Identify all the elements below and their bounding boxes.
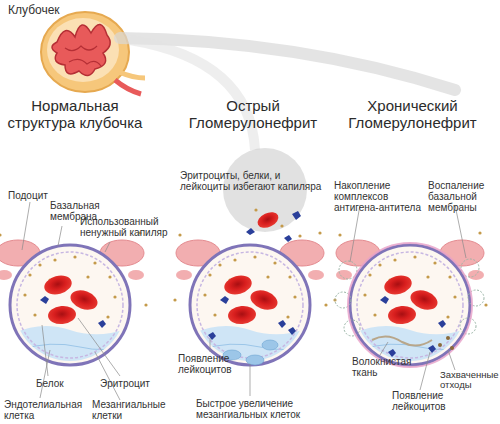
part-label: Воспаление базальной мембраны: [428, 180, 498, 213]
part-label: Быстрое увеличение мезангиальных клеток: [196, 398, 328, 420]
panel-heading: Нормальная структура клубочка: [5, 97, 145, 132]
part-label: Эритроцит: [100, 378, 160, 389]
part-label: Накопление комплексов антигена-антитела: [334, 180, 424, 213]
part-label: Подоцит: [8, 190, 68, 201]
part-label: Появление лейкоцитов: [178, 353, 248, 375]
part-label: Мезангиальные клетки: [92, 399, 172, 421]
part-label: Эритроциты, белки, и лейкоциты избегают …: [180, 170, 330, 192]
part-label: Эндотелиальная клетка: [4, 399, 86, 421]
part-label: Появление лейкоцитов: [392, 390, 467, 412]
part-label: Белок: [36, 378, 76, 389]
part-label: Захваченные отходы: [440, 370, 498, 391]
part-label: Клубочек: [8, 4, 78, 17]
part-label: Волокнистая ткань: [352, 356, 412, 378]
part-label: Использованный ненужный капиляр: [80, 216, 168, 238]
panel-heading: Хронический Гломерулонефрит: [335, 97, 490, 132]
panel-heading: Острый Гломерулонефрит: [178, 97, 328, 132]
